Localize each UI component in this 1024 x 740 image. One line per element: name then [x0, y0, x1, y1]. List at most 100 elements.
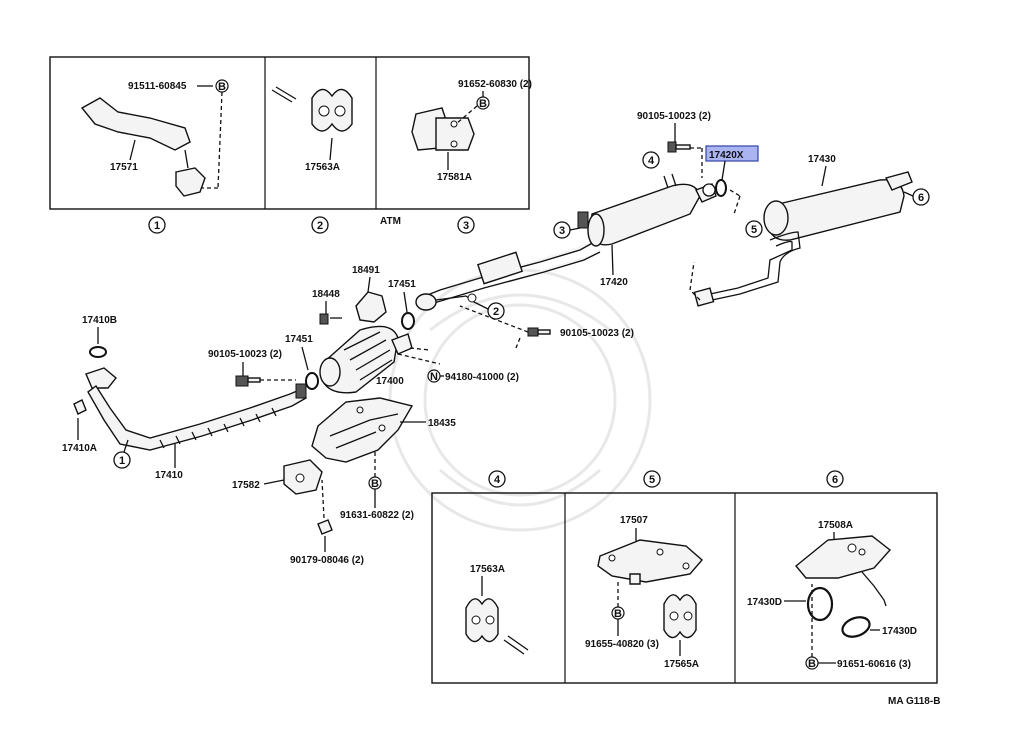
circle-marker-1-main: 1 [113, 451, 131, 469]
label-90105-10023-left: 90105-10023 (2) [208, 349, 282, 360]
label-18491: 18491 [352, 265, 380, 276]
label-91511-60845: 91511-60845 [128, 81, 187, 92]
part-17430-muffler[interactable] [693, 171, 913, 307]
svg-text:B: B [371, 478, 379, 490]
bolt-90105-left[interactable] [235, 375, 261, 387]
svg-text:5: 5 [649, 474, 655, 486]
label-17420X: 17420X [709, 150, 744, 161]
part-17563A-top[interactable] [271, 86, 353, 132]
inset-marker-5: 5 [643, 470, 661, 488]
label-90105-10023-top: 90105-10023 (2) [637, 111, 711, 122]
marker-b-main: B [368, 476, 382, 490]
inset-marker-4: 4 [488, 470, 506, 488]
bolt-90105-top[interactable] [667, 141, 691, 153]
label-17563A-top: 17563A [305, 162, 340, 173]
label-17508A: 17508A [818, 520, 853, 531]
svg-text:5: 5 [751, 224, 757, 236]
bottom-inset-box [431, 492, 938, 684]
marker-b-1: B [215, 79, 229, 93]
bolt-90105-mid[interactable] [527, 327, 551, 337]
part-17563A-bot[interactable] [465, 598, 529, 655]
label-17430: 17430 [808, 154, 836, 165]
svg-text:6: 6 [832, 474, 838, 486]
label-17451-a: 17451 [388, 279, 416, 290]
label-91652-60830: 91652-60830 (2) [458, 79, 532, 90]
part-17581A[interactable] [411, 107, 475, 151]
label-17410A: 17410A [62, 443, 97, 454]
label-91651-60616: 91651-60616 (3) [837, 659, 911, 670]
circle-marker-5-main: 5 [745, 220, 763, 238]
gasket-17430D-b[interactable] [840, 614, 872, 640]
circle-marker-2-main: 2 [487, 302, 505, 320]
atm-label: ATM [380, 216, 401, 227]
part-18448[interactable] [319, 313, 342, 325]
label-17410: 17410 [155, 470, 183, 481]
svg-text:B: B [218, 81, 226, 93]
circle-marker-3-main: 3 [553, 221, 571, 239]
svg-text:3: 3 [463, 220, 469, 232]
gasket-17420X[interactable] [715, 179, 727, 197]
label-91655-40820: 91655-40820 (3) [585, 639, 659, 650]
gasket-17410B[interactable] [89, 346, 107, 358]
svg-text:N: N [430, 371, 438, 383]
marker-b-5: B [611, 606, 625, 620]
label-90105-10023-mid: 90105-10023 (2) [560, 328, 634, 339]
marker-b-6: B [805, 656, 819, 670]
nut-90179-08046[interactable] [317, 519, 333, 535]
circle-marker-6-main: 6 [912, 188, 930, 206]
label-17420: 17420 [600, 277, 628, 288]
part-17420-muffler[interactable] [419, 173, 717, 307]
label-17563A-bot: 17563A [470, 564, 505, 575]
label-17430D-a: 17430D [747, 597, 782, 608]
gasket-17430D-a[interactable] [806, 586, 834, 622]
label-90179-08046: 90179-08046 (2) [290, 555, 364, 566]
svg-text:B: B [614, 608, 622, 620]
part-18491[interactable] [355, 291, 387, 323]
svg-text:1: 1 [154, 220, 160, 232]
part-17508A[interactable] [795, 535, 892, 607]
part-17571[interactable] [80, 97, 206, 197]
svg-text:1: 1 [119, 455, 125, 467]
marker-n: N [427, 369, 441, 383]
part-17410-front-pipe[interactable] [85, 367, 307, 451]
label-17582: 17582 [232, 480, 260, 491]
label-17410B: 17410B [82, 315, 117, 326]
label-18435: 18435 [428, 418, 456, 429]
label-17400: 17400 [376, 376, 404, 387]
inset-marker-1: 1 [148, 216, 166, 234]
diagram-code: MA G118-B [888, 696, 940, 707]
svg-text:4: 4 [494, 474, 501, 486]
part-front-flange[interactable] [415, 293, 477, 311]
marker-b-3: B [476, 96, 490, 110]
inset-marker-3: 3 [457, 216, 475, 234]
highlight-17420X[interactable]: 17420X [705, 145, 759, 162]
inset-marker-6: 6 [826, 470, 844, 488]
gasket-17451-a[interactable] [401, 312, 415, 330]
label-17571: 17571 [110, 162, 138, 173]
label-17581A: 17581A [437, 172, 472, 183]
part-17400-converter[interactable] [319, 325, 413, 394]
circle-marker-4-main: 4 [642, 151, 660, 169]
svg-text:6: 6 [918, 192, 924, 204]
svg-text:2: 2 [317, 220, 323, 232]
label-17430D-b: 17430D [882, 626, 917, 637]
label-18448: 18448 [312, 289, 340, 300]
part-17582[interactable] [283, 459, 323, 495]
label-17507: 17507 [620, 515, 648, 526]
svg-text:2: 2 [493, 306, 499, 318]
svg-text:B: B [479, 98, 487, 110]
part-17565A[interactable] [663, 594, 697, 639]
svg-text:B: B [808, 658, 816, 670]
part-18435-heat-shield[interactable] [311, 397, 414, 463]
top-inset-box [49, 56, 530, 210]
label-17451-b: 17451 [285, 334, 313, 345]
inset-marker-2: 2 [311, 216, 329, 234]
gasket-17451-b[interactable] [305, 372, 319, 390]
label-17565A: 17565A [664, 659, 699, 670]
part-17507[interactable] [597, 539, 703, 585]
svg-text:4: 4 [648, 155, 655, 167]
label-94180-41000: 94180-41000 (2) [445, 372, 519, 383]
nut-17410A[interactable] [73, 399, 87, 415]
svg-text:3: 3 [559, 225, 565, 237]
